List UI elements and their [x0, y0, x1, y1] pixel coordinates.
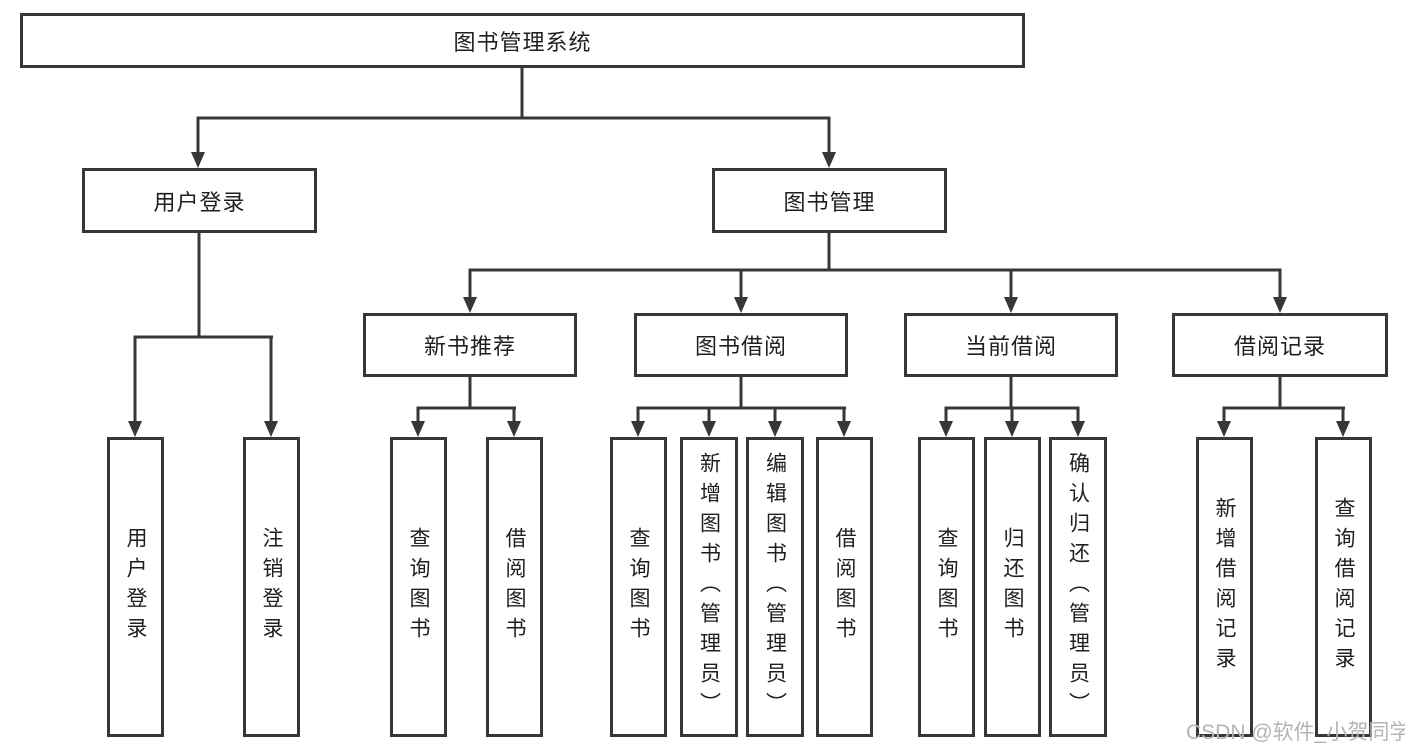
node-book-borrow: 图书借阅 — [634, 313, 848, 377]
node-new-book-recommend: 新书推荐 — [363, 313, 577, 377]
node-book-management-label: 图书管理 — [783, 189, 876, 215]
node-borrow-records-label: 借阅记录 — [1233, 334, 1326, 359]
node-leaf-br-query-record: 查询借阅记录 — [1315, 437, 1372, 737]
node-leaf-bb-borrow-books: 借阅图书 — [816, 437, 873, 737]
node-new-book-recommend-label: 新书推荐 — [423, 334, 516, 359]
watermark: CSDN @软件_小贺同学 — [1186, 721, 1405, 744]
node-leaf-nb-borrow-books: 借阅图书 — [486, 437, 543, 737]
node-leaf-bb-edit-books-admin: 编辑图书（管理员） — [746, 437, 804, 737]
node-borrow-records: 借阅记录 — [1172, 313, 1388, 377]
node-user-login: 用户登录 — [82, 168, 317, 233]
node-leaf-logout: 注销登录 — [243, 437, 300, 737]
node-current-borrow: 当前借阅 — [904, 313, 1118, 377]
node-leaf-user-login: 用户登录 — [107, 437, 164, 737]
node-leaf-nb-query-books: 查询图书 — [390, 437, 447, 737]
node-book-management: 图书管理 — [712, 168, 947, 233]
node-leaf-br-add-record: 新增借阅记录 — [1196, 437, 1253, 737]
node-leaf-cb-confirm-return-admin: 确认归还（管理员） — [1049, 437, 1107, 737]
node-leaf-cb-return-books: 归还图书 — [984, 437, 1041, 737]
node-book-borrow-label: 图书借阅 — [694, 334, 787, 359]
node-leaf-bb-query-books: 查询图书 — [610, 437, 667, 737]
node-root: 图书管理系统 — [20, 13, 1025, 68]
node-root-label: 图书管理系统 — [453, 29, 592, 55]
node-current-borrow-label: 当前借阅 — [964, 334, 1057, 359]
node-leaf-cb-query-books: 查询图书 — [918, 437, 975, 737]
node-user-login-label: 用户登录 — [153, 189, 246, 215]
node-leaf-bb-add-books-admin: 新增图书（管理员） — [680, 437, 738, 737]
arrowhead-icons — [128, 152, 1350, 437]
